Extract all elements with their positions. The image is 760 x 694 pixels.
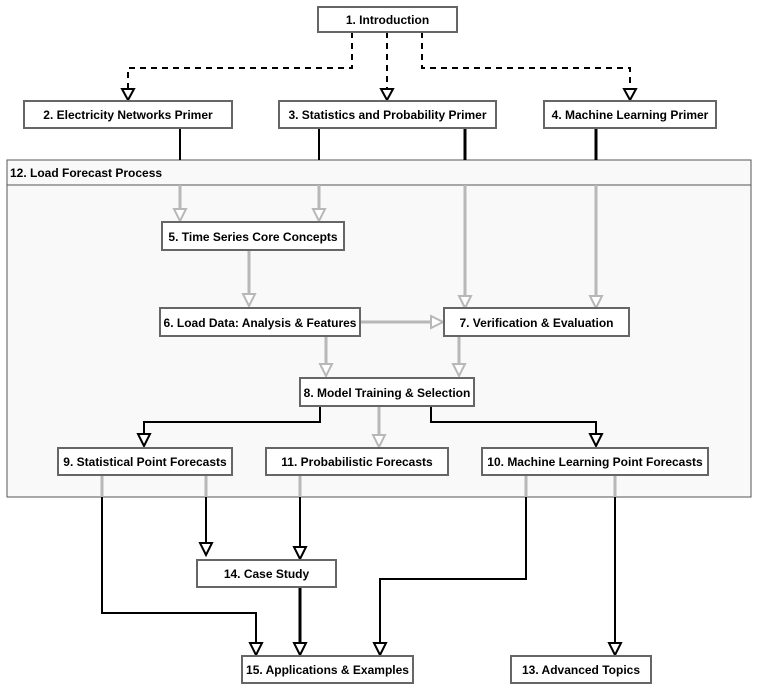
arrowhead bbox=[318, 363, 334, 379]
primer-stubs bbox=[179, 128, 598, 160]
arrowhead bbox=[457, 295, 473, 311]
edge-10-to-15 bbox=[379, 497, 527, 643]
node-label: 7. Verification & Evaluation bbox=[459, 316, 613, 330]
forecast-light-stubs bbox=[100, 475, 617, 497]
arrowhead bbox=[198, 542, 214, 558]
arrowhead bbox=[588, 295, 604, 311]
intro-edges bbox=[127, 32, 631, 88]
container-title: 12. Load Forecast Process bbox=[10, 166, 162, 180]
node-ml-point-forecasts[interactable]: 10. Machine Learning Point Forecasts bbox=[481, 447, 709, 476]
arrowhead bbox=[248, 642, 264, 658]
arrowhead bbox=[371, 434, 387, 450]
node-statistical-point-forecasts[interactable]: 9. Statistical Point Forecasts bbox=[57, 447, 233, 476]
node-label: 4. Machine Learning Primer bbox=[552, 108, 709, 122]
arrowhead bbox=[172, 208, 188, 224]
node-statistics-probability-primer[interactable]: 3. Statistics and Probability Primer bbox=[278, 100, 497, 129]
node-electricity-networks-primer[interactable]: 2. Electricity Networks Primer bbox=[23, 100, 233, 129]
node-label: 8. Model Training & Selection bbox=[304, 386, 471, 400]
node-label: 10. Machine Learning Point Forecasts bbox=[487, 455, 703, 469]
arrowhead bbox=[241, 293, 257, 309]
node-introduction[interactable]: 1. Introduction bbox=[317, 6, 458, 33]
node-label: 1. Introduction bbox=[346, 13, 429, 27]
arrowhead bbox=[120, 88, 136, 103]
node-machine-learning-primer[interactable]: 4. Machine Learning Primer bbox=[543, 100, 717, 129]
internal-light-edges bbox=[178, 185, 598, 435]
node-label: 3. Statistics and Probability Primer bbox=[288, 108, 486, 122]
node-applications-examples[interactable]: 15. Applications & Examples bbox=[241, 655, 414, 684]
node-verification-evaluation[interactable]: 7. Verification & Evaluation bbox=[443, 307, 630, 337]
node-load-data-analysis-features[interactable]: 6. Load Data: Analysis & Features bbox=[159, 307, 361, 337]
node-label: 5. Time Series Core Concepts bbox=[168, 230, 338, 244]
model-training-edges bbox=[143, 406, 597, 433]
node-label: 9. Statistical Point Forecasts bbox=[63, 455, 227, 469]
node-label: 14. Case Study bbox=[224, 567, 310, 581]
node-model-training-selection[interactable]: 8. Model Training & Selection bbox=[299, 377, 475, 407]
arrowhead bbox=[292, 642, 308, 658]
arrowhead bbox=[451, 363, 467, 379]
edge-8-to-10 bbox=[430, 406, 597, 433]
arrowhead bbox=[430, 314, 446, 330]
arrowhead bbox=[136, 433, 152, 449]
node-label: 15. Applications & Examples bbox=[246, 663, 409, 677]
arrowhead bbox=[588, 433, 604, 449]
container-header bbox=[6, 159, 752, 186]
node-probabilistic-forecasts[interactable]: 11. Probabilistic Forecasts bbox=[265, 447, 449, 476]
arrowhead bbox=[379, 88, 395, 103]
node-label: 13. Advanced Topics bbox=[522, 663, 640, 677]
intro-arrowheads bbox=[120, 88, 638, 103]
node-case-study[interactable]: 14. Case Study bbox=[196, 559, 337, 588]
arrowhead bbox=[311, 208, 327, 224]
outgoing-dark-edges bbox=[101, 497, 616, 643]
arrowhead bbox=[607, 642, 623, 658]
outgoing-arrowheads bbox=[198, 542, 623, 658]
model-training-arrowheads bbox=[136, 433, 604, 449]
arrowhead bbox=[622, 88, 638, 103]
node-time-series-core-concepts[interactable]: 5. Time Series Core Concepts bbox=[161, 221, 345, 251]
arrowhead bbox=[372, 642, 388, 658]
node-label: 6. Load Data: Analysis & Features bbox=[164, 316, 357, 330]
node-label: 11. Probabilistic Forecasts bbox=[281, 455, 433, 469]
arrowhead bbox=[292, 546, 308, 562]
edge-intro-to-2 bbox=[127, 32, 353, 88]
internal-light-arrowheads bbox=[172, 208, 604, 450]
node-label: 2. Electricity Networks Primer bbox=[43, 108, 213, 122]
edge-intro-to-4 bbox=[421, 32, 631, 88]
node-advanced-topics[interactable]: 13. Advanced Topics bbox=[510, 655, 652, 684]
edge-9-to-15 bbox=[101, 497, 257, 643]
edge-8-to-9 bbox=[143, 406, 321, 433]
